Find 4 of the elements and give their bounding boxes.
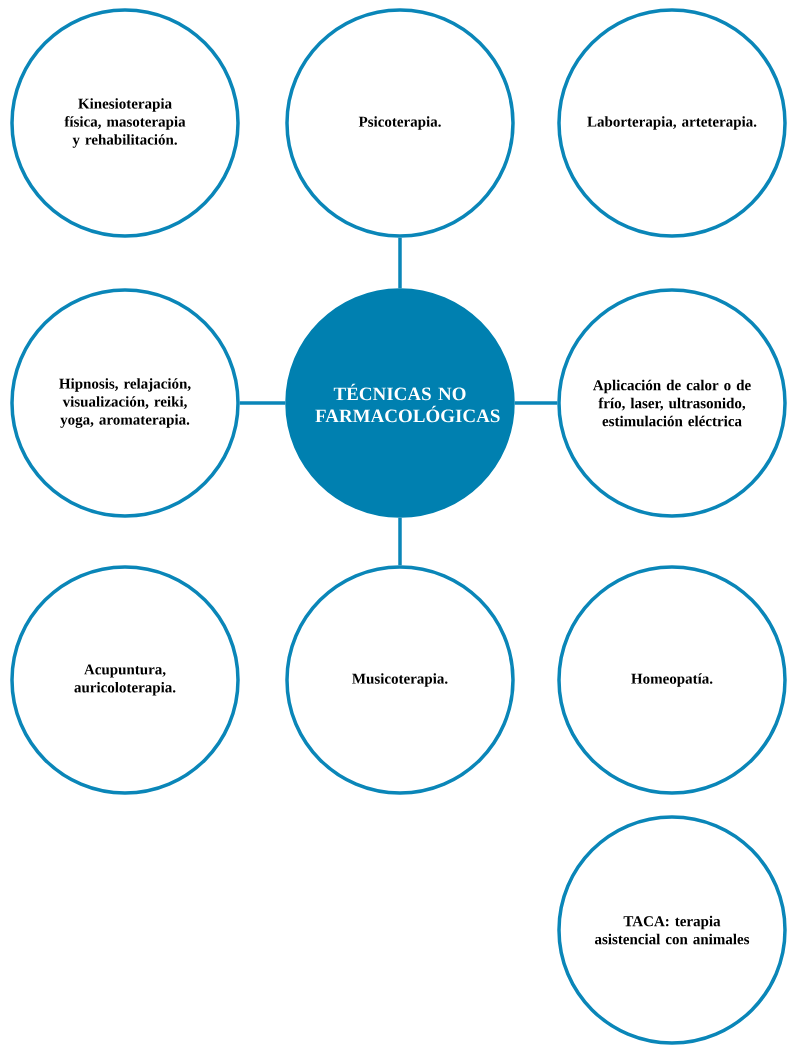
connector-line bbox=[398, 237, 402, 289]
connector-line bbox=[514, 401, 558, 405]
connector-line bbox=[398, 517, 402, 566]
connector-line bbox=[239, 401, 286, 405]
